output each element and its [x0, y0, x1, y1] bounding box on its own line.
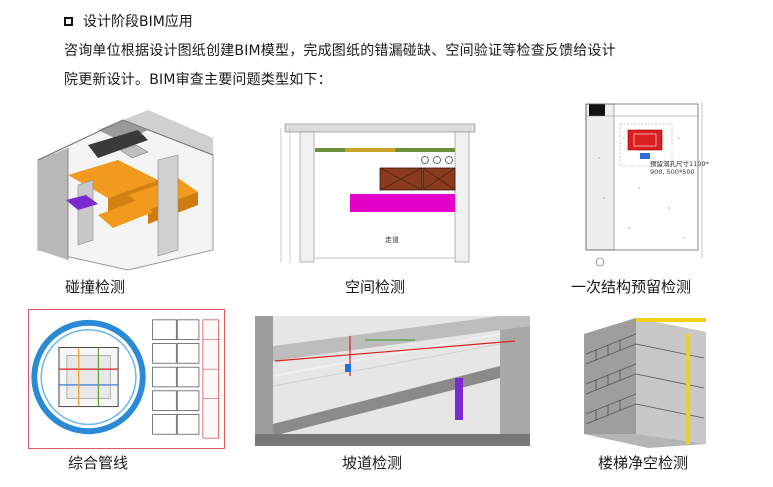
intro-line-2: 院更新设计。BIM审查主要问题类型如下： — [64, 72, 332, 88]
section-heading: 设计阶段BIM应用 — [64, 10, 193, 32]
square-bullet-icon — [64, 16, 73, 26]
structural-opening-caption: 一次结构预留检测 — [571, 278, 692, 296]
space-check-image: 走道 — [275, 118, 480, 268]
space-check-caption: 空间检测 — [345, 278, 406, 296]
stair-clearance-caption: 楼梯净空检测 — [598, 454, 689, 472]
pipeline-integration-caption: 综合管线 — [68, 454, 129, 472]
section-heading-text: 设计阶段BIM应用 — [83, 14, 193, 30]
corridor-label: 走道 — [385, 235, 399, 244]
ramp-check-image — [255, 316, 530, 446]
clash-detection-image — [28, 100, 218, 272]
intro-paragraph: 咨询单位根据设计图纸创建BIM模型，完成图纸的错漏碰缺、空间验证等检查反馈给设计… — [64, 37, 744, 95]
intro-line-1: 咨询单位根据设计图纸创建BIM模型，完成图纸的错漏碰缺、空间验证等检查反馈给设计 — [64, 43, 616, 59]
pipeline-integration-image — [28, 309, 225, 449]
opening-note-line-2: 900, 500*500 — [650, 168, 695, 176]
clash-detection-caption: 碰撞检测 — [65, 278, 126, 296]
ramp-check-caption: 坡道检测 — [342, 454, 403, 472]
structural-opening-image: 预留洞孔尺寸1100* 900, 500*500 — [584, 98, 712, 268]
opening-note-line-1: 预留洞孔尺寸1100* — [650, 159, 710, 168]
stair-clearance-image — [576, 314, 710, 448]
